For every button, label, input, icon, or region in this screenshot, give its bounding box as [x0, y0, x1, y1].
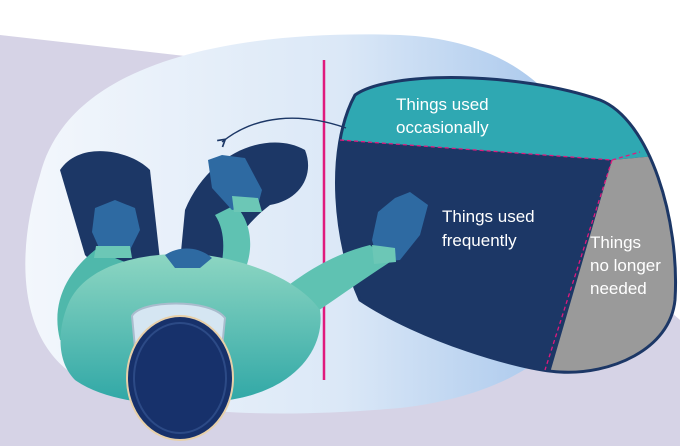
label-occasional: Things used occasionally [396, 95, 489, 137]
label-occasional-line1: Things used [396, 95, 489, 114]
worker-head-cap [127, 316, 233, 440]
label-frequent: Things used frequently [442, 207, 535, 250]
label-not-needed-line1: Things [590, 233, 641, 252]
label-not-needed: Things no longer needed [590, 233, 661, 298]
worker-center-glove [208, 155, 262, 210]
worker-reaching-glove [372, 192, 428, 262]
worker-figure [57, 142, 428, 441]
label-not-needed-line2: no longer [590, 256, 661, 275]
label-frequent-line1: Things used [442, 207, 535, 226]
worker-right-arm [215, 205, 251, 272]
label-occasional-line2: occasionally [396, 118, 489, 137]
reach-arrow [222, 117, 347, 142]
label-frequent-line2: frequently [442, 231, 517, 250]
not-needed-zone [545, 152, 676, 373]
label-not-needed-line3: needed [590, 279, 647, 298]
worker-left-glove [92, 200, 140, 250]
divider-not-needed [544, 159, 613, 371]
